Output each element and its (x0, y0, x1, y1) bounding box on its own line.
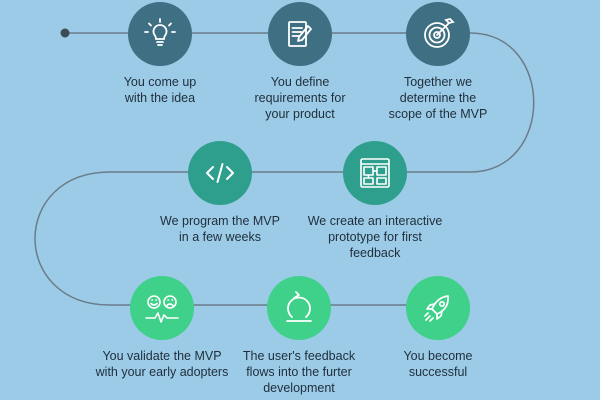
clipboard-pen-icon (288, 21, 312, 47)
step-circle (188, 141, 252, 205)
lightbulb-icon (144, 18, 176, 46)
code-brackets-icon (206, 163, 234, 183)
step-label: Together we determine the scope of the M… (388, 75, 488, 121)
rocket-icon (424, 295, 449, 322)
smiley-pulse-icon (145, 295, 179, 323)
step-circle (128, 2, 192, 66)
process-path-line (34, 32, 535, 306)
step-circle (268, 2, 332, 66)
prototype-screen-icon (360, 158, 390, 188)
step-label: You become successful (403, 349, 473, 379)
step-label: You come up with the idea (123, 75, 197, 105)
step-circle (267, 276, 331, 340)
step-label: You validate the MVP with your early ado… (95, 349, 229, 379)
loop-arrow-icon (286, 291, 312, 322)
step-label: You define requirements for your product (254, 75, 346, 121)
step-circle (343, 141, 407, 205)
target-icon (424, 18, 455, 48)
path-start-dot (60, 28, 70, 38)
step-label: The user's feedback flows into the furte… (242, 349, 356, 395)
step-circle (130, 276, 194, 340)
step-label: We create an interactive prototype for f… (307, 214, 443, 260)
step-label: We program the MVP in a few weeks (160, 214, 280, 244)
step-circle (406, 2, 470, 66)
step-circle (406, 276, 470, 340)
